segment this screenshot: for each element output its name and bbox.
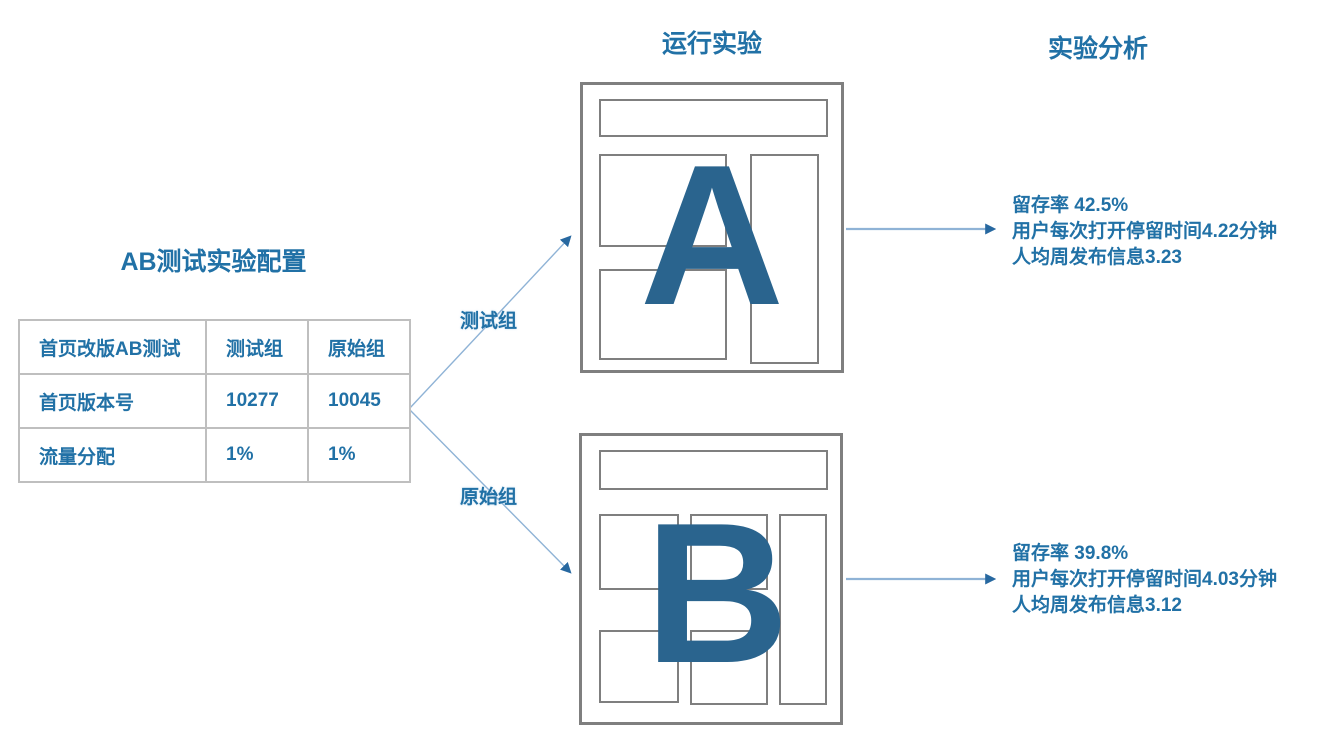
config-table: 首页改版AB测试 测试组 原始组 首页版本号 10277 10045 流量分配 … — [18, 319, 411, 483]
table-cell: 10277 — [205, 373, 309, 429]
analysis-line: 留存率 39.8% — [1012, 543, 1129, 564]
table-row: 首页改版AB测试 测试组 原始组 — [18, 319, 411, 375]
analysis-line: 留存率 42.5% — [1012, 195, 1129, 216]
wireframe-sidebar-block — [779, 514, 827, 705]
config-title: AB测试实验配置 — [120, 248, 307, 276]
wireframe-block — [599, 154, 727, 247]
analysis-line: 用户每次打开停留时间4.03分钟 — [1012, 569, 1277, 590]
arrow-to-variant-a — [408, 235, 572, 410]
analysis-line: 人均周发布信息3.12 — [1012, 595, 1182, 616]
table-header-cell: 测试组 — [205, 319, 309, 375]
table-header-cell: 首页改版AB测试 — [18, 319, 207, 375]
analysis-variant-a: 留存率 42.5% 用户每次打开停留时间4.22分钟 人均周发布信息3.23 — [1012, 193, 1277, 271]
table-cell: 1% — [205, 427, 309, 483]
section-title-run-experiment: 运行实验 — [661, 30, 762, 58]
wireframe-variant-b: B — [579, 433, 843, 725]
branch-label-control-group: 原始组 — [460, 487, 518, 508]
wireframe-block — [690, 630, 768, 705]
wireframe-block — [690, 514, 768, 590]
wireframe-block — [599, 514, 679, 590]
analysis-line: 用户每次打开停留时间4.22分钟 — [1012, 221, 1277, 242]
branch-label-test-group: 测试组 — [460, 311, 518, 332]
section-title-experiment-analysis: 实验分析 — [1047, 35, 1148, 63]
variant-b-letter: B — [644, 482, 790, 705]
table-header-cell: 原始组 — [307, 319, 411, 375]
table-row: 流量分配 1% 1% — [18, 427, 411, 483]
wireframe-block — [599, 269, 727, 360]
variant-a-letter: A — [639, 123, 785, 347]
wireframe-variant-a: A — [580, 82, 844, 373]
table-row: 首页版本号 10277 10045 — [18, 373, 411, 429]
wireframe-banner — [599, 450, 828, 490]
wireframe-block — [599, 630, 679, 703]
wireframe-banner — [599, 99, 828, 137]
table-cell: 首页版本号 — [18, 373, 207, 429]
arrow-to-variant-b — [408, 408, 572, 574]
table-cell: 10045 — [307, 373, 411, 429]
table-cell: 1% — [307, 427, 411, 483]
wireframe-sidebar-block — [750, 154, 819, 364]
table-cell: 流量分配 — [18, 427, 207, 483]
analysis-variant-b: 留存率 39.8% 用户每次打开停留时间4.03分钟 人均周发布信息3.12 — [1012, 541, 1277, 619]
analysis-line: 人均周发布信息3.23 — [1012, 247, 1182, 268]
